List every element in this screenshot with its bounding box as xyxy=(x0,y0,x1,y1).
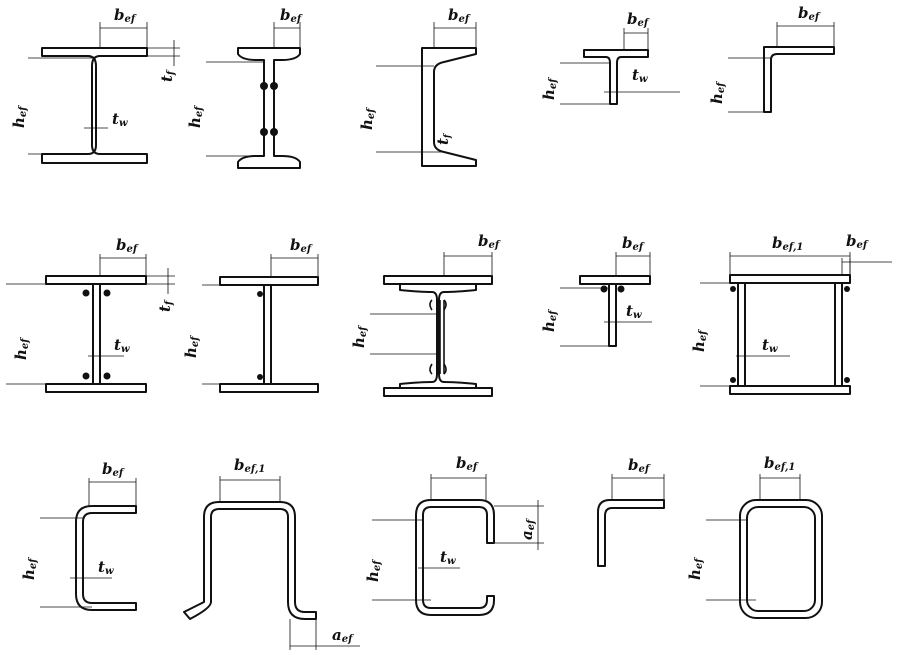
section-hat: bef,1 aef xyxy=(183,456,360,650)
label-b-ef: bef xyxy=(478,232,501,251)
label-t-f: tf xyxy=(158,69,177,82)
label-h-ef: hef xyxy=(20,557,39,580)
label-b-ef: bef xyxy=(116,236,139,255)
rivet-dot xyxy=(82,289,90,297)
section-riveted-tee: bef hef tw xyxy=(540,234,652,347)
label-t-w: tw xyxy=(762,336,778,355)
weld-dot xyxy=(257,291,263,297)
label-b-ef: bef xyxy=(622,234,645,253)
label-b-ef: bef xyxy=(280,6,303,25)
section-riveted-i: bef hef xyxy=(186,6,303,169)
section-i-beam-cover-plates: bef hef xyxy=(350,232,501,397)
label-h-ef: hef xyxy=(358,107,377,130)
rivet-dot xyxy=(844,286,850,292)
rivet-dot xyxy=(270,82,278,90)
label-b-ef: bef xyxy=(114,6,137,25)
section-riveted-plate-girder: bef tf hef tw xyxy=(6,236,175,393)
section-angle: bef hef xyxy=(708,4,835,113)
rivet-dot xyxy=(730,286,736,292)
label-a-ef: aef xyxy=(518,518,537,540)
label-t-w: tw xyxy=(114,336,130,355)
label-t-w: tw xyxy=(626,302,642,321)
label-a-ef: aef xyxy=(332,626,354,645)
label-b-ef1: bef,1 xyxy=(772,234,803,253)
label-h-ef: hef xyxy=(12,337,31,360)
weld-dot xyxy=(257,374,263,380)
label-t-w: tw xyxy=(98,558,114,577)
label-t-w: tw xyxy=(632,66,648,85)
rivet-dot xyxy=(844,377,850,383)
section-box-girder: bef,1 bef hef tw xyxy=(690,232,892,395)
section-closed-tube: bef,1 hef xyxy=(686,454,823,619)
section-welded-plate-girder: bef hef xyxy=(182,236,319,393)
label-b-ef1: bef,1 xyxy=(764,454,795,473)
label-h-ef: hef xyxy=(540,77,559,100)
label-t-w: tw xyxy=(112,110,128,129)
label-b-ef: bef xyxy=(102,460,125,479)
label-h-ef: hef xyxy=(708,81,727,104)
label-b-ef: bef xyxy=(798,4,821,23)
label-h-ef: hef xyxy=(350,325,369,348)
rivet-dot xyxy=(260,82,268,90)
label-t-f: tf xyxy=(156,299,175,312)
label-b-ef: bef xyxy=(290,236,313,255)
label-b-ef: bef xyxy=(448,6,471,25)
label-h-ef: hef xyxy=(686,557,705,580)
rivet-dot xyxy=(260,128,268,136)
section-bent-angle: bef xyxy=(597,456,665,567)
section-rolled-i-beam: bef tf hef tw xyxy=(10,6,180,164)
label-b-ef: bef xyxy=(846,232,869,251)
label-b-ef: bef xyxy=(627,10,650,29)
label-t-f: tf xyxy=(434,132,453,145)
rivet-dot xyxy=(730,377,736,383)
label-b-ef: bef xyxy=(456,454,479,473)
rivet-dot xyxy=(600,285,608,293)
rivet-dot xyxy=(103,289,111,297)
rivet-dot xyxy=(617,285,625,293)
label-h-ef: hef xyxy=(186,105,205,128)
label-h-ef: hef xyxy=(10,105,29,128)
label-h-ef: hef xyxy=(364,559,383,582)
rivet-dot xyxy=(82,372,90,380)
label-h-ef: hef xyxy=(690,329,709,352)
rivet-dot xyxy=(103,372,111,380)
section-tee: bef hef tw xyxy=(540,10,680,105)
rivet-dot xyxy=(270,128,278,136)
label-b-ef1: bef,1 xyxy=(234,456,265,475)
label-h-ef: hef xyxy=(540,309,559,332)
label-b-ef: bef xyxy=(628,456,651,475)
label-t-w: tw xyxy=(440,548,456,567)
section-lipped-channel: bef aef hef tw xyxy=(364,454,544,616)
section-channel: bef hef tf xyxy=(358,6,477,167)
section-bent-channel: bef hef tw xyxy=(20,460,137,611)
label-h-ef: hef xyxy=(182,335,201,358)
